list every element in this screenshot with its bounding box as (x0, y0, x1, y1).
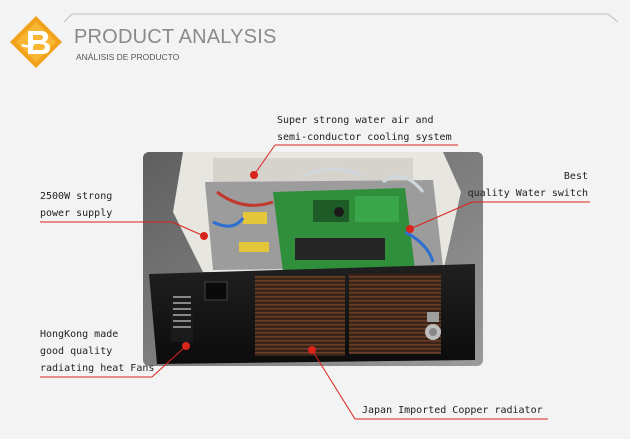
page-header: PRODUCT ANALYSIS ANÁLISIS DE PRODUCTO (0, 0, 630, 80)
product-photo (143, 152, 483, 366)
callout-switch-line2: quality Water switch (467, 188, 588, 199)
page-subtitle: ANÁLISIS DE PRODUCTO (76, 52, 180, 62)
callout-power-line1: 2500W strong (40, 191, 113, 202)
callout-fans-line2: good quality (40, 346, 113, 357)
callout-water-switch: Best quality Water switch (468, 168, 588, 202)
callout-cooling-line2: semi-conductor cooling system (277, 132, 452, 143)
callout-cooling-line1: Super strong water air and (277, 115, 434, 126)
callout-cooling-system: Super strong water air and semi-conducto… (277, 112, 452, 146)
page-title: PRODUCT ANALYSIS (74, 26, 277, 48)
brand-logo-icon (10, 16, 62, 68)
header-divider (63, 13, 619, 23)
callout-fans-line1: HongKong made (40, 329, 119, 340)
callout-heat-fans: HongKong made good quality radiating hea… (40, 326, 154, 377)
callout-power-supply: 2500W strong power supply (40, 188, 112, 222)
callout-copper-radiator: Japan Imported Copper radiator (362, 402, 543, 419)
callout-radiator-text: Japan Imported Copper radiator (362, 405, 543, 416)
callout-fans-line3: radiating heat Fans (40, 363, 155, 374)
callout-power-line2: power supply (40, 208, 113, 219)
callout-switch-line1: Best (563, 171, 588, 182)
